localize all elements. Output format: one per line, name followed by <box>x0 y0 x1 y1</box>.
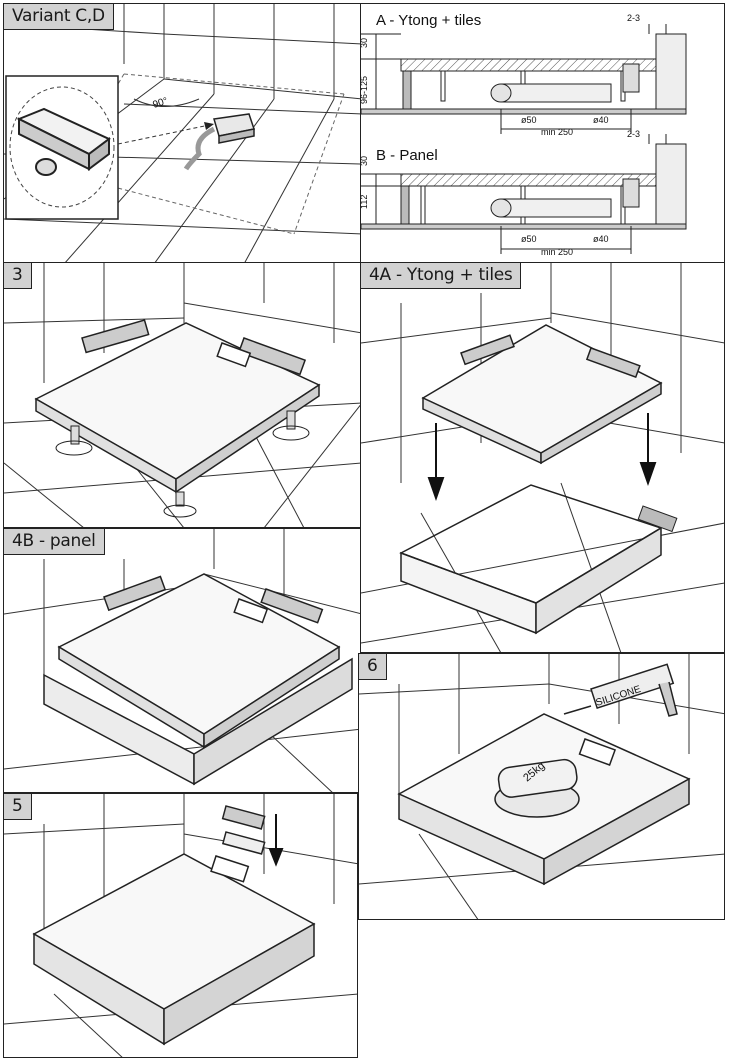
panel-step-5: 5 <box>3 793 358 1058</box>
a-min-dist: min 250 <box>541 127 573 137</box>
b-height: 112 <box>361 195 369 209</box>
drain-box <box>183 113 255 171</box>
a-pipe-50: ø50 <box>521 115 537 125</box>
b-height-top: 30 <box>361 156 369 166</box>
ytong-frame <box>399 484 663 635</box>
trowel <box>637 505 678 533</box>
down-arrows <box>427 413 657 502</box>
panel-variant-cd: Variant C,D 9 <box>3 3 361 263</box>
variant-cd-illustration: 90° <box>4 4 360 262</box>
a-height-range: 96-125 <box>361 76 369 104</box>
down-arrow-5 <box>268 814 284 867</box>
step-4b-label: 4B - panel <box>4 529 105 555</box>
step-4a-illustration <box>361 263 724 652</box>
a-height-top: 30 <box>361 38 369 48</box>
tray-4a <box>421 324 663 465</box>
panel-step-3: 3 <box>3 263 361 528</box>
angle-label: 90° <box>152 96 170 111</box>
tray-5 <box>32 853 316 1046</box>
weight-25kg <box>494 758 580 818</box>
panel-step-6: 6 25kg SILICONE <box>358 653 725 920</box>
step-3-illustration <box>4 263 360 527</box>
step-5-label: 5 <box>4 794 32 820</box>
step-5-illustration <box>4 794 357 1057</box>
b-pipe-50: ø50 <box>521 234 537 244</box>
b-min-dist: min 250 <box>541 247 573 257</box>
sections-illustration: A - Ytong + tiles B - Panel <box>361 12 687 257</box>
panel-sections: A - Ytong + tiles B - Panel <box>361 3 725 263</box>
section-a-title: A - Ytong + tiles <box>376 12 481 29</box>
b-pipe-40: ø40 <box>593 234 609 244</box>
b-gap: 2-3 <box>627 129 640 139</box>
step-6-illustration: 25kg SILICONE <box>359 654 724 919</box>
step-4b-illustration <box>4 529 360 792</box>
drain-closeup <box>16 107 111 176</box>
step-4a-label: 4A - Ytong + tiles <box>361 263 522 289</box>
silicone-gun <box>563 663 678 717</box>
step-3-label: 3 <box>4 263 32 289</box>
drain-cover <box>221 805 266 855</box>
tray-4b <box>43 573 353 786</box>
variant-label: Variant C,D <box>4 4 114 30</box>
panel-step-4a: 4A - Ytong + tiles <box>361 263 725 653</box>
a-pipe-40: ø40 <box>593 115 609 125</box>
tray-3 <box>34 319 321 494</box>
panel-step-4b: 4B - panel <box>3 528 361 793</box>
section-b-title: B - Panel <box>376 147 438 164</box>
step-6-label: 6 <box>359 654 387 680</box>
a-gap: 2-3 <box>627 13 640 23</box>
